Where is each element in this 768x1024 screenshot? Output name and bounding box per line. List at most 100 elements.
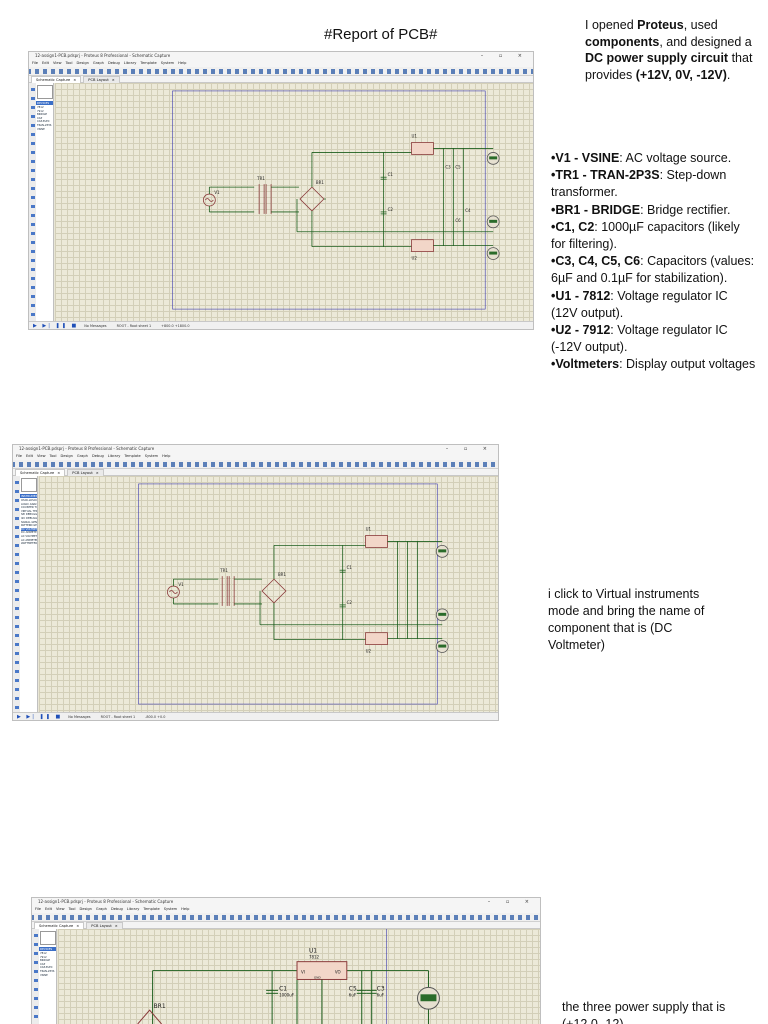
instruments-header[interactable]: INSTRUMENTS bbox=[20, 494, 37, 498]
tab-pcb-layout[interactable]: PCB Layout× bbox=[67, 469, 104, 476]
list-item[interactable]: BRIDGE bbox=[40, 959, 50, 963]
menu-library[interactable]: Library bbox=[126, 907, 140, 911]
menu-tool[interactable]: Tool bbox=[68, 907, 76, 911]
menu-view[interactable]: View bbox=[55, 907, 65, 911]
label-v1: V1 bbox=[214, 190, 220, 195]
menu-file[interactable]: File bbox=[16, 454, 23, 458]
toolbar[interactable] bbox=[29, 67, 533, 76]
list-item[interactable]: LOGIC ANALYSER bbox=[21, 502, 37, 506]
menu-edit[interactable]: Edit bbox=[45, 907, 52, 911]
menu-graph[interactable]: Graph bbox=[76, 454, 88, 458]
list-item[interactable]: I2C DEBUGGER bbox=[21, 516, 37, 520]
menu-help[interactable]: Help bbox=[181, 907, 190, 911]
menu-template[interactable]: Template bbox=[140, 61, 157, 65]
list-item[interactable]: AC VOLTMETER bbox=[21, 534, 37, 538]
menu-system[interactable]: System bbox=[160, 61, 175, 65]
window-controls[interactable]: – ▫ × bbox=[445, 446, 494, 452]
tab-schematic-capture[interactable]: Schematic Capture× bbox=[34, 922, 85, 929]
tab-pcb-layout[interactable]: PCB Layout× bbox=[86, 922, 123, 929]
schematic-canvas-zoomed[interactable]: U1 7812 VI VO GND C1 1000uF C5 6uF C3 6u… bbox=[58, 929, 540, 1024]
schematic-canvas[interactable]: V1 TR1 BR1 U1 U2 C1 C2 bbox=[39, 476, 498, 712]
label-c3: C3 bbox=[377, 985, 385, 992]
voltmeter-display bbox=[420, 994, 437, 1002]
tab-pcb-layout[interactable]: PCB Layout× bbox=[83, 76, 120, 83]
list-item[interactable]: CAP bbox=[40, 962, 46, 966]
tab-bar: Schematic Capture×PCB Layout× bbox=[32, 922, 540, 929]
devices-header[interactable]: DEVICES bbox=[39, 947, 56, 951]
tab-label: PCB Layout bbox=[72, 471, 93, 475]
close-icon[interactable]: × bbox=[114, 924, 118, 928]
window-controls[interactable]: – ▫ × bbox=[480, 53, 529, 59]
menu-design[interactable]: Design bbox=[60, 454, 73, 458]
mode-toolbar[interactable] bbox=[29, 83, 36, 321]
list-item[interactable]: SIGNAL GENERATOR bbox=[21, 520, 37, 524]
menu-design[interactable]: Design bbox=[79, 907, 92, 911]
intro-text-1: I opened bbox=[585, 18, 638, 32]
menu-debug[interactable]: Debug bbox=[110, 907, 123, 911]
menu-library[interactable]: Library bbox=[107, 454, 121, 458]
list-item[interactable]: PATTERN GENERATOR bbox=[21, 524, 37, 528]
menu-graph[interactable]: Graph bbox=[92, 61, 104, 65]
list-item[interactable]: 7912 bbox=[37, 109, 44, 113]
list-item-selected[interactable]: DC VOLTMETER bbox=[21, 527, 37, 532]
simulation-controls[interactable]: ▶ ▶| ❚❚ ■ bbox=[33, 323, 79, 329]
list-item[interactable]: VSINE bbox=[37, 127, 45, 131]
list-item[interactable]: TRAN-2P3S bbox=[40, 969, 55, 973]
menu-graph[interactable]: Graph bbox=[95, 907, 107, 911]
close-icon[interactable]: × bbox=[57, 471, 61, 475]
list-item[interactable]: TRAN-2P3S bbox=[37, 123, 52, 127]
label-c1-value: 1000uF bbox=[279, 992, 295, 997]
list-item[interactable]: 7912 bbox=[40, 955, 47, 959]
menu-debug[interactable]: Debug bbox=[91, 454, 104, 458]
menu-edit[interactable]: Edit bbox=[26, 454, 33, 458]
tab-schematic-capture[interactable]: Schematic Capture× bbox=[31, 76, 82, 83]
menu-file[interactable]: File bbox=[32, 61, 39, 65]
mode-toolbar[interactable] bbox=[13, 476, 20, 712]
list-item[interactable]: AC AMMETER bbox=[21, 538, 37, 542]
menu-design[interactable]: Design bbox=[76, 61, 89, 65]
list-item[interactable]: DC AMMETER bbox=[21, 531, 37, 535]
close-icon[interactable]: × bbox=[73, 78, 77, 82]
toolbar[interactable] bbox=[13, 460, 498, 469]
list-item[interactable]: BRIDGE bbox=[37, 113, 47, 117]
list-item[interactable]: CAP bbox=[37, 116, 43, 120]
menu-help[interactable]: Help bbox=[162, 454, 171, 458]
list-item[interactable]: 7812 bbox=[37, 106, 44, 109]
simulation-controls[interactable]: ▶ ▶| ❚❚ ■ bbox=[17, 714, 63, 720]
list-item[interactable]: SPI DEBUGGER bbox=[21, 513, 37, 517]
label-u1-part: 7812 bbox=[309, 955, 320, 960]
list-item[interactable]: WATTMETER bbox=[21, 542, 37, 546]
menu-system[interactable]: System bbox=[144, 454, 159, 458]
list-item[interactable]: 7812 bbox=[40, 952, 47, 955]
close-icon[interactable]: × bbox=[95, 471, 99, 475]
devices-header[interactable]: DEVICES bbox=[36, 101, 53, 105]
list-item[interactable]: CAP-ELEC bbox=[37, 120, 50, 124]
list-item[interactable]: OSCILLOSCOPE bbox=[21, 499, 37, 502]
list-item[interactable]: VIRTUAL TERMINAL bbox=[21, 509, 37, 513]
window-controls[interactable]: – ▫ × bbox=[487, 899, 536, 905]
menu-debug[interactable]: Debug bbox=[107, 61, 120, 65]
list-item[interactable]: VSINE bbox=[40, 973, 48, 977]
tab-schematic-capture[interactable]: Schematic Capture× bbox=[15, 469, 66, 476]
close-icon[interactable]: × bbox=[111, 78, 115, 82]
menu-tool[interactable]: Tool bbox=[49, 454, 57, 458]
menu-view[interactable]: View bbox=[36, 454, 46, 458]
menu-edit[interactable]: Edit bbox=[42, 61, 49, 65]
toolbar[interactable] bbox=[32, 913, 540, 922]
list-item[interactable]: COUNTER TIMER bbox=[21, 506, 37, 510]
menu-view[interactable]: View bbox=[52, 61, 62, 65]
list-item[interactable]: CAP-ELEC bbox=[40, 966, 53, 970]
close-icon[interactable]: × bbox=[76, 924, 80, 928]
menu-tool[interactable]: Tool bbox=[65, 61, 73, 65]
menu-system[interactable]: System bbox=[163, 907, 178, 911]
mode-toolbar[interactable] bbox=[32, 929, 39, 1024]
menu-template[interactable]: Template bbox=[143, 907, 160, 911]
schematic-canvas[interactable]: V1 TR1 BR1 U1 U2 C1 C2 C3 C4 C5 C6 bbox=[55, 83, 533, 321]
menu-template[interactable]: Template bbox=[124, 454, 141, 458]
menu-help[interactable]: Help bbox=[178, 61, 187, 65]
menu-file[interactable]: File bbox=[35, 907, 42, 911]
menu-library[interactable]: Library bbox=[123, 61, 137, 65]
